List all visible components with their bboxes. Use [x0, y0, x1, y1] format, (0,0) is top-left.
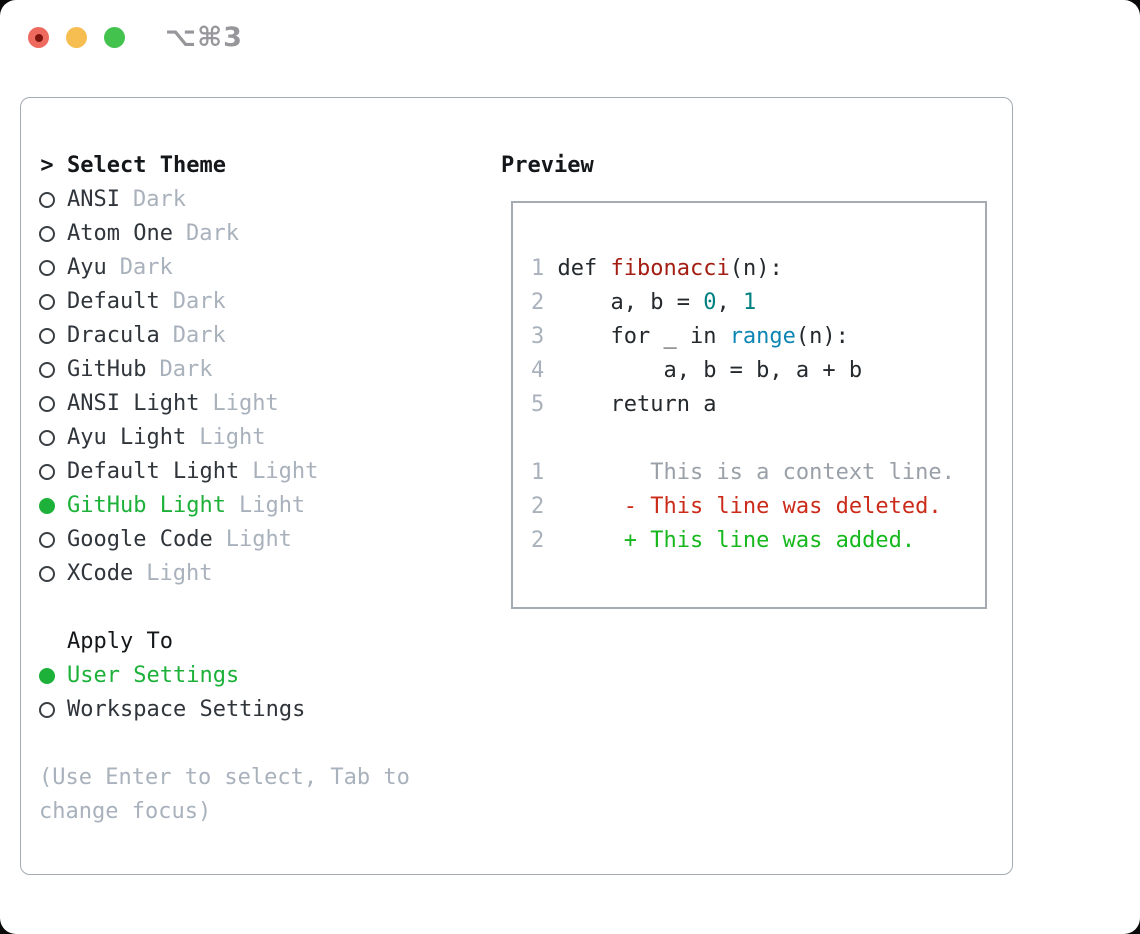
option-label: GitHub — [67, 357, 147, 382]
preview-line — [531, 422, 985, 456]
close-button[interactable] — [28, 27, 49, 48]
theme-option-github[interactable]: GitHub Dark — [39, 353, 410, 387]
apply-to-list: User Settings Workspace Settings — [39, 659, 410, 727]
preview-line: 3 for _ in range(n): — [531, 324, 849, 349]
radio-icon — [39, 226, 55, 242]
option-variant: Dark — [119, 255, 173, 280]
radio-icon — [39, 668, 55, 684]
option-label: Atom One — [67, 221, 173, 246]
theme-option-ayu-light[interactable]: Ayu Light Light — [39, 421, 410, 455]
theme-option-default[interactable]: Default Dark — [39, 285, 410, 319]
option-label: GitHub Light — [67, 493, 226, 518]
preview-box: 1 def fibonacci(n): 2 a, b = 0, 1 3 for _ … — [511, 201, 987, 609]
option-label: Google Code — [67, 527, 213, 552]
option-label: Ayu — [67, 255, 107, 280]
radio-icon — [39, 396, 55, 412]
apply-to-title: Apply To — [67, 629, 173, 654]
preview-line: 2 + This line was added. — [531, 528, 916, 553]
option-variant: Dark — [159, 357, 213, 382]
preview-line: 1 This is a context line. — [531, 460, 955, 485]
spacer — [39, 591, 410, 625]
option-variant: Light — [238, 493, 306, 518]
radio-icon — [39, 260, 55, 276]
option-label: Dracula — [67, 323, 160, 348]
option-variant: Dark — [172, 289, 226, 314]
theme-option-dracula[interactable]: Dracula Dark — [39, 319, 410, 353]
apply-to-header: Apply To — [39, 625, 410, 659]
radio-icon — [39, 294, 55, 310]
theme-option-ansi-light[interactable]: ANSI Light Light — [39, 387, 410, 421]
spacer — [39, 727, 410, 761]
zoom-button[interactable] — [104, 27, 125, 48]
theme-option-atom-one[interactable]: Atom One Dark — [39, 217, 410, 251]
select-theme-title: Select Theme — [67, 153, 226, 178]
theme-option-ansi[interactable]: ANSI Dark — [39, 183, 410, 217]
theme-picker-panel: > Select Theme ANSI Dark Atom One Dark A… — [20, 97, 1013, 875]
line-number: 5 — [531, 392, 545, 417]
option-variant: Light — [212, 391, 279, 416]
minimize-button[interactable] — [66, 27, 87, 48]
theme-option-default-light[interactable]: Default Light Light — [39, 455, 410, 489]
line-number: 2 — [531, 290, 545, 315]
line-number: 1 — [531, 460, 545, 485]
option-label: Workspace Settings — [67, 697, 306, 722]
preview-line: 2 a, b = 0, 1 — [531, 290, 757, 315]
preview-line: 5 return a — [531, 392, 717, 417]
option-label: XCode — [67, 561, 134, 586]
option-variant: Dark — [172, 323, 226, 348]
preview-code: 1 def fibonacci(n): 2 a, b = 0, 1 3 for _ … — [531, 252, 985, 558]
option-variant: Light — [252, 459, 319, 484]
preview-line: 1 def fibonacci(n): — [531, 256, 783, 281]
theme-list: ANSI Dark Atom One Dark Ayu Dark Default… — [39, 183, 410, 591]
preview-title: Preview — [501, 153, 594, 178]
line-number: 2 — [531, 494, 545, 519]
radio-icon — [39, 498, 55, 514]
hint-text-line1: (Use Enter to select, Tab to — [39, 765, 410, 790]
radio-icon — [39, 430, 55, 446]
radio-icon — [39, 566, 55, 582]
radio-icon — [39, 532, 55, 548]
theme-option-ayu[interactable]: Ayu Dark — [39, 251, 410, 285]
theme-option-github-light[interactable]: GitHub Light Light — [39, 489, 410, 523]
radio-icon — [39, 464, 55, 480]
option-variant: Dark — [185, 221, 239, 246]
theme-option-google-code[interactable]: Google Code Light — [39, 523, 410, 557]
option-label: User Settings — [67, 663, 240, 688]
option-variant: Dark — [132, 187, 186, 212]
window-title-shortcut: ⌥⌘3 — [165, 22, 243, 53]
apply-option-workspace-settings[interactable]: Workspace Settings — [39, 693, 410, 727]
theme-picker-column: > Select Theme ANSI Dark Atom One Dark A… — [39, 149, 410, 829]
option-variant: Light — [225, 527, 292, 552]
apply-option-user-settings[interactable]: User Settings — [39, 659, 410, 693]
line-number: 2 — [531, 528, 545, 553]
preview-line: 4 a, b = b, a + b — [531, 358, 863, 383]
select-theme-header: > Select Theme — [39, 149, 410, 183]
option-label: Ayu Light — [67, 425, 187, 450]
radio-icon — [39, 702, 55, 718]
radio-icon — [39, 362, 55, 378]
radio-icon — [39, 192, 55, 208]
theme-option-xcode[interactable]: XCode Light — [39, 557, 410, 591]
option-label: ANSI — [67, 187, 120, 212]
line-number: 3 — [531, 324, 545, 349]
preview-line: 2 - This line was deleted. — [531, 494, 942, 519]
option-label: Default Light — [67, 459, 240, 484]
option-variant: Light — [199, 425, 266, 450]
cursor-chevron-icon: > — [40, 153, 54, 178]
option-label: Default — [67, 289, 160, 314]
option-variant: Light — [146, 561, 213, 586]
radio-icon — [39, 328, 55, 344]
title-bar: ⌥⌘3 — [0, 0, 1140, 80]
option-label: ANSI Light — [67, 391, 200, 416]
line-number: 4 — [531, 358, 545, 383]
line-number: 1 — [531, 256, 545, 281]
hint-text-line2: change focus) — [39, 799, 212, 824]
